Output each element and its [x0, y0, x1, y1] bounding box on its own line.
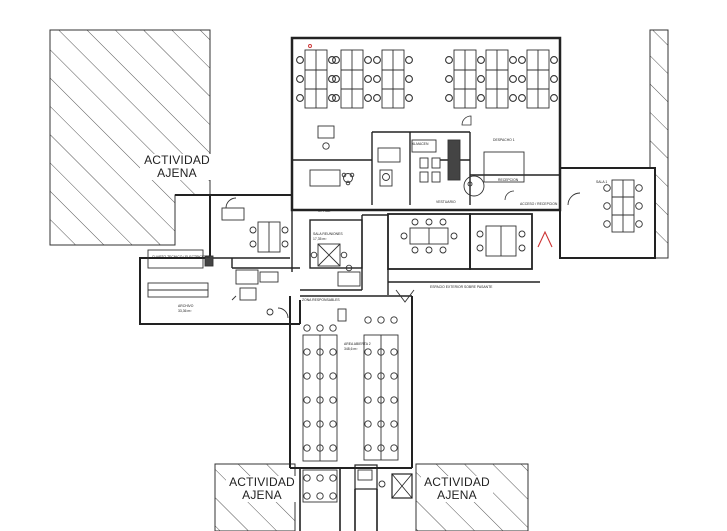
room-label-archivo: ARCHIVO	[178, 304, 194, 308]
external-zone-label-line1: ACTIVIDAD	[229, 475, 295, 489]
open-office-1-desks	[296, 44, 558, 187]
room-label-office: OFFICE	[318, 209, 331, 213]
room-label-archivo-area: 33,36 m²	[178, 309, 192, 313]
meeting-rooms-furniture	[310, 218, 526, 303]
building-walls	[139, 36, 656, 531]
desk-cluster	[304, 49, 550, 109]
right-meeting-room	[537, 179, 643, 248]
room-label-despacho-1: DESPACHO 1	[493, 138, 515, 142]
room-label-sala-1: SALA 1	[596, 180, 608, 184]
external-zone-label-left: ACTIVIDAD AJENA	[140, 154, 214, 180]
core-area	[377, 115, 525, 201]
open-office-2-desks	[302, 308, 399, 503]
room-label-area-abierta-2: AREA ABIERTA 2	[344, 342, 371, 346]
external-zone-label-line1: ACTIVIDAD	[144, 153, 210, 167]
room-label-cuarto-tecnico: CUARTO TECNICO / ELECTRICIDAD	[152, 255, 211, 259]
left-wing	[147, 197, 289, 319]
room-label-almacen: ALMACEN	[412, 142, 429, 146]
room-label-area-abierta-2-area: 348,6 m²	[344, 347, 358, 351]
room-label-recepcion: RECEPCION	[498, 178, 519, 182]
external-zone-label-bottom-left: ACTIVIDAD AJENA	[226, 476, 298, 502]
room-label-zona-responsables: ZONA RESPONSABLES	[302, 298, 340, 302]
external-zone-label-line2: AJENA	[437, 488, 477, 502]
external-zone-label-bottom-right: ACTIVIDAD AJENA	[421, 476, 493, 502]
chairs	[296, 56, 558, 102]
external-zone-label-line1: ACTIVIDAD	[424, 475, 490, 489]
hatched-zones	[49, 29, 669, 531]
room-label-sala-reuniones: SALA REUNIONES	[313, 232, 343, 236]
room-label-acceso-recepcion: ACCESO / RECEPCION	[520, 202, 558, 206]
external-zone-label-line2: AJENA	[157, 166, 197, 180]
external-zone-label-line2: AJENA	[242, 488, 282, 502]
room-label-sala-reuniones-area: 17,35 m²	[313, 237, 327, 241]
room-label-espacio-exterior: ESPACIO EXTERIOR SOBRE PASANTE	[430, 285, 493, 289]
right-adjacent-zone	[649, 29, 669, 259]
left-adjacent-zone	[49, 29, 211, 246]
room-label-vestuario: VESTUARIO	[436, 200, 456, 204]
